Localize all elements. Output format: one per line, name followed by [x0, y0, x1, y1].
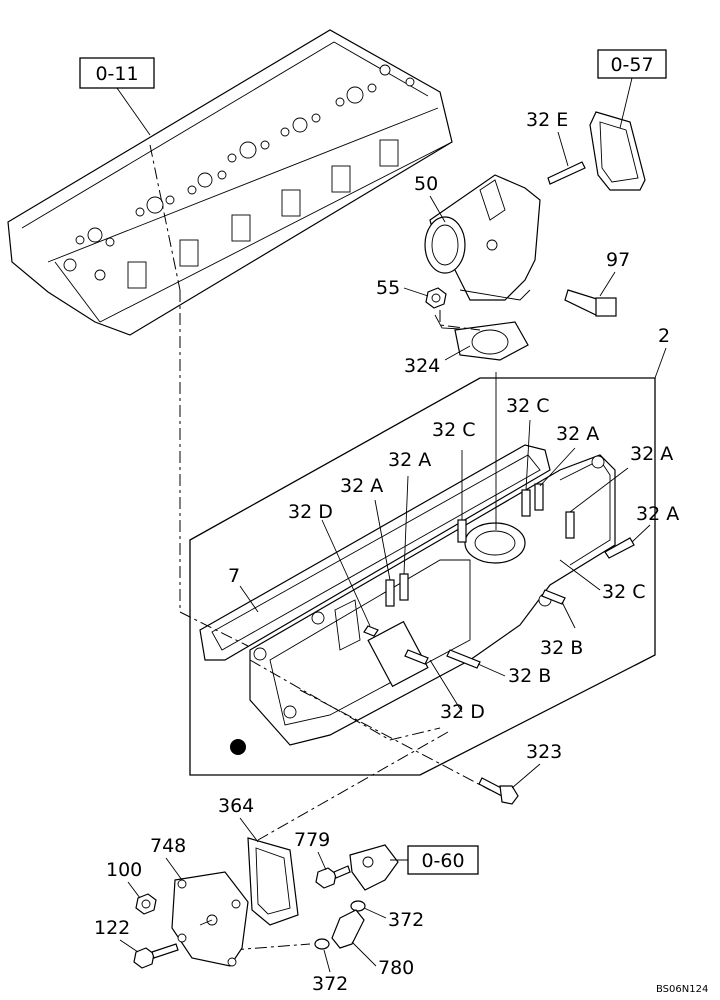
svg-text:0-11: 0-11	[95, 63, 138, 85]
callout-2: 2	[658, 325, 670, 347]
callout-32a-1: 32 A	[556, 423, 599, 445]
reference-0-57[interactable]: 0-57	[597, 49, 667, 79]
callout-780: 780	[378, 957, 414, 979]
callout-32b-1: 32 B	[540, 637, 583, 659]
gasket-324	[454, 321, 529, 361]
thermostat-housing	[424, 174, 541, 331]
callout-32d-1: 32 D	[288, 501, 333, 523]
callout-32c-3: 32 C	[602, 581, 645, 603]
callout-32c-2: 32 C	[432, 419, 475, 441]
svg-text:0-60: 0-60	[421, 850, 464, 872]
callout-32c-1: 32 C	[506, 395, 549, 417]
callout-748: 748	[150, 835, 186, 857]
nut-100	[135, 893, 157, 915]
callout-32b-2: 32 B	[508, 665, 551, 687]
callout-122: 122	[94, 917, 130, 939]
marker-dot	[230, 739, 246, 755]
callout-32a-3: 32 A	[388, 449, 431, 471]
callout-372-2: 372	[312, 973, 348, 995]
alignment-lines	[149, 144, 491, 951]
svg-text:0-57: 0-57	[610, 54, 653, 76]
assembly-boundary	[189, 377, 656, 776]
callout-50: 50	[414, 173, 438, 195]
callout-32d-2: 32 D	[440, 701, 485, 723]
nut-55	[425, 287, 447, 309]
cylinder-head	[7, 29, 453, 336]
bolt-122	[133, 943, 179, 969]
callout-372-1: 372	[388, 909, 424, 931]
water-fitting	[349, 844, 399, 891]
clamp-372-upper	[350, 900, 366, 912]
callout-7: 7	[228, 565, 240, 587]
bolt-779	[315, 865, 351, 889]
callout-364: 364	[218, 795, 254, 817]
callout-100: 100	[106, 859, 142, 881]
callout-32a-2: 32 A	[630, 443, 673, 465]
callout-324: 324	[404, 355, 440, 377]
hose-780	[331, 909, 365, 949]
callout-32a-5: 32 A	[636, 503, 679, 525]
drawing-code: BS06N124	[656, 984, 708, 995]
callout-97: 97	[606, 249, 630, 271]
thermostat-gasket-upper	[589, 111, 646, 191]
callout-32e: 32 E	[526, 109, 568, 131]
clamp-372-lower	[314, 938, 330, 950]
intake-manifold	[249, 454, 616, 746]
callout-323: 323	[526, 741, 562, 763]
stud-32e	[547, 161, 586, 185]
temperature-sensor	[564, 289, 617, 317]
reference-0-60[interactable]: 0-60	[407, 845, 479, 875]
callout-779: 779	[294, 829, 330, 851]
reference-0-11[interactable]: 0-11	[79, 57, 155, 89]
cover-plate-748	[171, 871, 249, 967]
gasket-364	[247, 837, 299, 926]
callout-32a-4: 32 A	[340, 475, 383, 497]
gasket-7	[199, 444, 551, 661]
callout-55: 55	[376, 277, 400, 299]
bolt-323	[478, 777, 519, 805]
assembly-leaders	[321, 372, 651, 713]
